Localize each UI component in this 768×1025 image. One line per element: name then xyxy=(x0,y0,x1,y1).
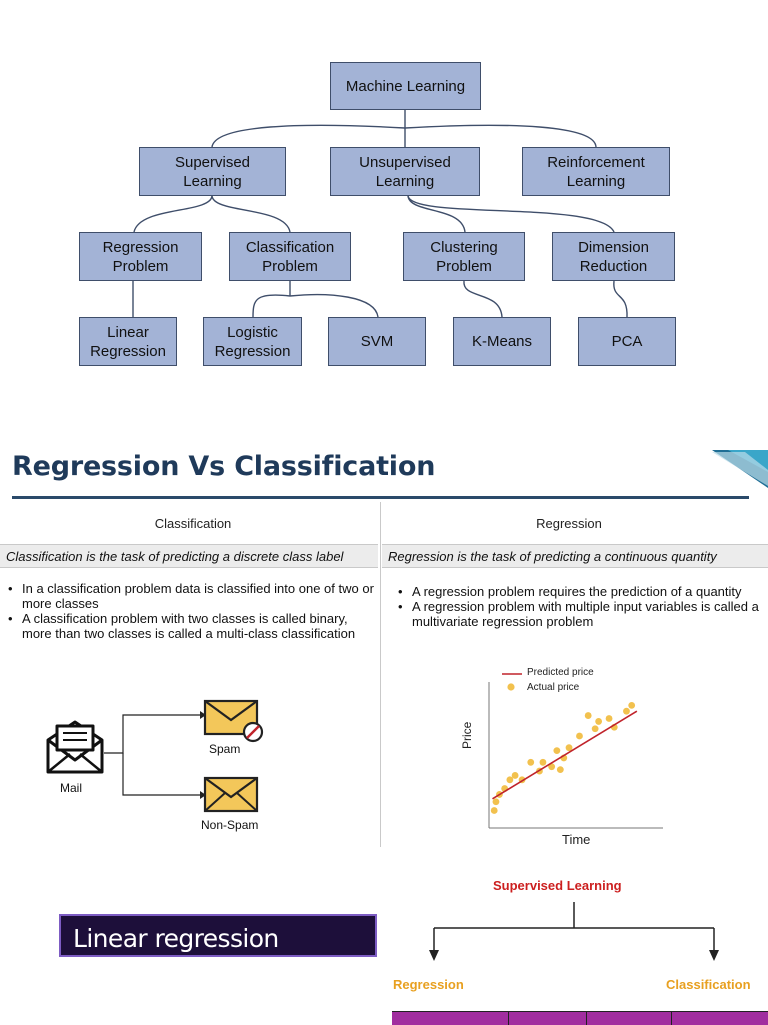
nonspam-label: Non-Spam xyxy=(201,818,259,832)
actual-price-point xyxy=(628,701,636,709)
actual-price-point xyxy=(527,758,535,766)
tree-node-reinforcement: Reinforcement Learning xyxy=(522,147,670,196)
actual-price-point xyxy=(591,725,599,733)
linear-regression-title: Linear regression xyxy=(59,914,377,957)
tree-connectors xyxy=(132,110,628,318)
column-divider xyxy=(380,502,381,847)
comparison-title: Regression Vs Classification xyxy=(12,451,436,482)
tree-node-clustering-problem: Clustering Problem xyxy=(403,232,525,281)
table-divider-2 xyxy=(586,1012,587,1025)
actual-price-point xyxy=(576,732,583,740)
supervised-learning-label: Supervised Learning xyxy=(493,878,622,893)
regression-branch-label: Regression xyxy=(393,977,464,992)
table-divider-1 xyxy=(508,1012,509,1025)
classification-bullets: In a classification problem data is clas… xyxy=(6,581,374,641)
tree-node-root: Machine Learning xyxy=(330,62,481,110)
actual-price-point xyxy=(492,798,500,806)
mail-label: Mail xyxy=(60,781,83,795)
legend-actual-label: Actual price xyxy=(527,682,580,693)
actual-price-point xyxy=(623,707,630,715)
actual-price-point xyxy=(548,763,556,771)
actual-price-point xyxy=(565,744,573,752)
table-divider-3 xyxy=(671,1012,672,1025)
actual-price-point xyxy=(605,715,613,722)
tree-node-unsupervised: Unsupervised Learning xyxy=(330,147,480,196)
legend-point-swatch xyxy=(507,683,515,691)
spam-label: Spam xyxy=(209,742,241,756)
tree-node-dimension-reduction: Dimension Reduction xyxy=(552,232,675,281)
regression-heading: Regression xyxy=(536,516,602,531)
classification-bullet-2: A classification problem with two classe… xyxy=(6,611,374,641)
title-underline xyxy=(12,496,749,499)
actual-price-point xyxy=(584,712,592,719)
tree-node-logistic-regression: Logistic Regression xyxy=(203,317,302,366)
legend-predicted-label: Predicted price xyxy=(527,667,594,678)
tree-node-classification-problem: Classification Problem xyxy=(229,232,351,281)
regression-bullet-2: A regression problem with multiple input… xyxy=(396,599,766,629)
tree-node-regression-problem: Regression Problem xyxy=(79,232,202,281)
classification-bullet-1: In a classification problem data is clas… xyxy=(6,581,374,611)
table-header-strip xyxy=(392,1011,768,1025)
actual-price-point xyxy=(553,747,561,755)
tree-node-svm: SVM xyxy=(328,317,426,366)
actual-price-point xyxy=(539,758,547,766)
actual-price-point xyxy=(490,807,498,814)
actual-price-point xyxy=(556,766,564,773)
tree-node-supervised: Supervised Learning xyxy=(139,147,286,196)
chart-xlabel: Time xyxy=(562,832,591,847)
classification-branch-label: Classification xyxy=(666,977,751,992)
regression-bullet-1: A regression problem requires the predic… xyxy=(396,584,766,599)
regression-definition: Regression is the task of predicting a c… xyxy=(382,544,768,568)
predicted-price-line xyxy=(492,710,638,800)
actual-price-point xyxy=(595,718,603,725)
classification-definition: Classification is the task of predicting… xyxy=(0,544,378,568)
actual-price-point xyxy=(511,772,519,779)
tree-node-kmeans: K-Means xyxy=(453,317,551,366)
regression-bullets: A regression problem requires the predic… xyxy=(396,584,766,629)
tree-node-linear-regression: Linear Regression xyxy=(79,317,177,366)
actual-price-point xyxy=(506,776,514,784)
classification-heading: Classification xyxy=(154,516,232,531)
tree-node-pca: PCA xyxy=(578,317,676,366)
